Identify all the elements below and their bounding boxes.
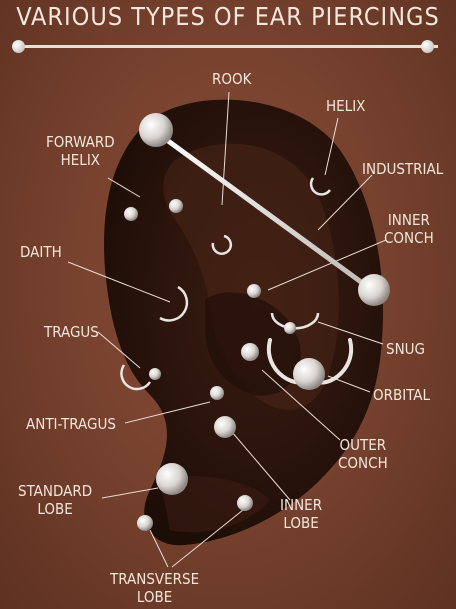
helix-ring: [309, 177, 332, 196]
label-standard-lobe-line1: STANDARD: [18, 482, 93, 500]
orbital-ball: [293, 358, 325, 390]
label-inner-conch-line2: CONCH: [384, 229, 434, 247]
label-inner-lobe-line1: INNER: [280, 496, 323, 514]
label-forward-helix: FORWARD HELIX: [46, 133, 115, 169]
label-orbital: ORBITAL: [373, 386, 431, 404]
industrial-barbell: [139, 113, 390, 306]
tragus-ring: [120, 364, 152, 391]
label-inner-conch: INNER CONCH: [384, 211, 434, 247]
label-outer-conch-line1: OUTER: [339, 436, 387, 454]
inner-lobe-stud: [237, 495, 253, 511]
daith-ring: [159, 285, 189, 322]
label-inner-lobe: INNER LOBE: [280, 496, 322, 532]
stud-jewelry: [124, 199, 325, 531]
diagram-title: VARIOUS TYPES OF EAR PIERCINGS: [16, 2, 440, 31]
rule-right-dot: [421, 40, 434, 53]
label-snug: SNUG: [386, 340, 426, 358]
label-standard-lobe-line2: LOBE: [37, 500, 73, 518]
label-rook: ROOK: [212, 70, 252, 88]
label-transverse-lobe-line2: LOBE: [136, 588, 173, 606]
label-forward-helix-line1: FORWARD: [46, 133, 115, 151]
label-tragus: TRAGUS: [44, 323, 99, 341]
label-daith: DAITH: [20, 243, 62, 261]
rule-left-dot: [12, 40, 25, 53]
inner-conch-stud: [247, 284, 261, 298]
label-inner-conch-line1: INNER: [387, 211, 430, 229]
label-helix: HELIX: [326, 97, 366, 115]
forward-helix-stud-2: [169, 199, 183, 213]
anti-tragus-stud: [210, 386, 224, 400]
transverse-lobe-stud: [137, 515, 153, 531]
tragus-ball: [149, 368, 161, 380]
label-industrial: INDUSTRIAL: [362, 160, 444, 178]
label-forward-helix-line2: HELIX: [60, 151, 101, 169]
label-transverse-lobe-line1: TRANSVERSE: [110, 570, 200, 588]
label-inner-lobe-line2: LOBE: [283, 514, 319, 532]
rook-ring: [211, 234, 233, 255]
label-anti-tragus: ANTI-TRAGUS: [26, 415, 116, 433]
standard-lobe-stud: [156, 463, 188, 495]
title-rule: [18, 45, 438, 48]
outer-conch-stud: [241, 343, 259, 361]
ear-shape: [104, 99, 384, 546]
forward-helix-stud-1: [124, 207, 138, 221]
label-outer-conch-line2: CONCH: [338, 454, 388, 472]
outer-conch-lower-stud: [214, 416, 236, 438]
snug-ball: [284, 322, 296, 334]
label-outer-conch: OUTER CONCH: [338, 436, 388, 472]
ring-jewelry: [120, 177, 332, 391]
label-transverse-lobe: TRANSVERSE LOBE: [110, 570, 199, 606]
label-standard-lobe: STANDARD LOBE: [18, 482, 92, 518]
